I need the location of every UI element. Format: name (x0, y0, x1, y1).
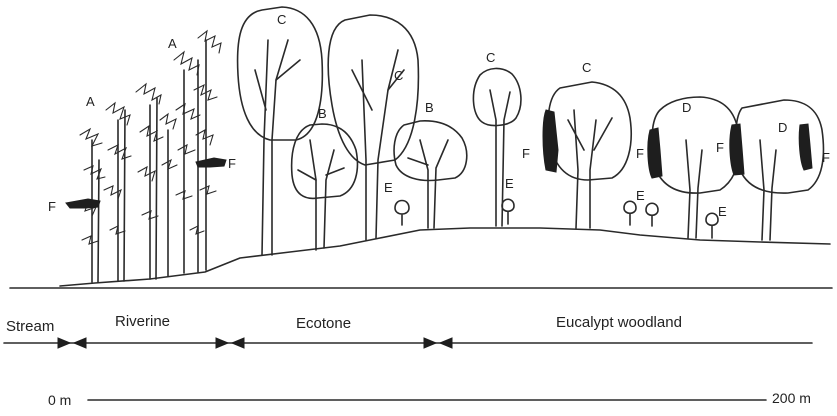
zone-label-stream: Stream (6, 318, 54, 335)
label-f-3: F (522, 146, 530, 161)
label-e-1: E (384, 180, 393, 195)
clump-f-d1 (648, 128, 662, 178)
zone-section: Stream Riverine Ecotone Eucalypt woodlan… (4, 313, 812, 348)
riverine-clump-right (196, 158, 226, 167)
label-b-2: B (425, 100, 434, 115)
tree-b-crown-2 (394, 121, 467, 181)
zone-label-ecotone: Ecotone (296, 315, 351, 332)
label-e-3: E (636, 188, 645, 203)
zone-label-woodland: Eucalypt woodland (556, 314, 682, 331)
label-f-6: F (822, 150, 830, 165)
tree-c-crown-4 (548, 82, 631, 180)
tree-c-crown-3 (473, 68, 521, 125)
zone-arrows (4, 338, 812, 348)
label-f-5: F (716, 140, 724, 155)
scale-end-label: 200 m (772, 390, 811, 406)
label-c-2: C (394, 68, 403, 83)
shrub-e-ecotone (395, 201, 409, 226)
riverine-trees (66, 31, 226, 282)
label-f-1: F (48, 199, 56, 214)
label-d-1: D (682, 100, 691, 115)
tree-d-crown-1 (652, 97, 739, 193)
tree-c-crown-2 (328, 15, 418, 165)
scale-start-label: 0 m (48, 392, 71, 408)
label-f-2: F (228, 156, 236, 171)
label-a-1: A (168, 36, 177, 51)
zone-label-riverine: Riverine (115, 313, 170, 330)
label-c-4: C (582, 60, 591, 75)
ecotone-trees (238, 7, 467, 255)
label-e-2: E (505, 176, 514, 191)
clump-f-d2b (799, 124, 812, 170)
tree-b-crown-1 (292, 124, 358, 198)
ground-profile (60, 228, 830, 286)
label-c-3: C (486, 50, 495, 65)
label-b-1: B (318, 106, 327, 121)
label-e-4: E (718, 204, 727, 219)
scale-bar: 0 m 200 m (48, 390, 811, 408)
label-a-2: A (86, 94, 95, 109)
riverine-clump-left (66, 199, 100, 208)
clump-f-d2a (730, 124, 744, 175)
label-d-2: D (778, 120, 787, 135)
clump-f-c4 (543, 110, 558, 172)
label-f-4: F (636, 146, 644, 161)
label-c-1: C (277, 12, 286, 27)
